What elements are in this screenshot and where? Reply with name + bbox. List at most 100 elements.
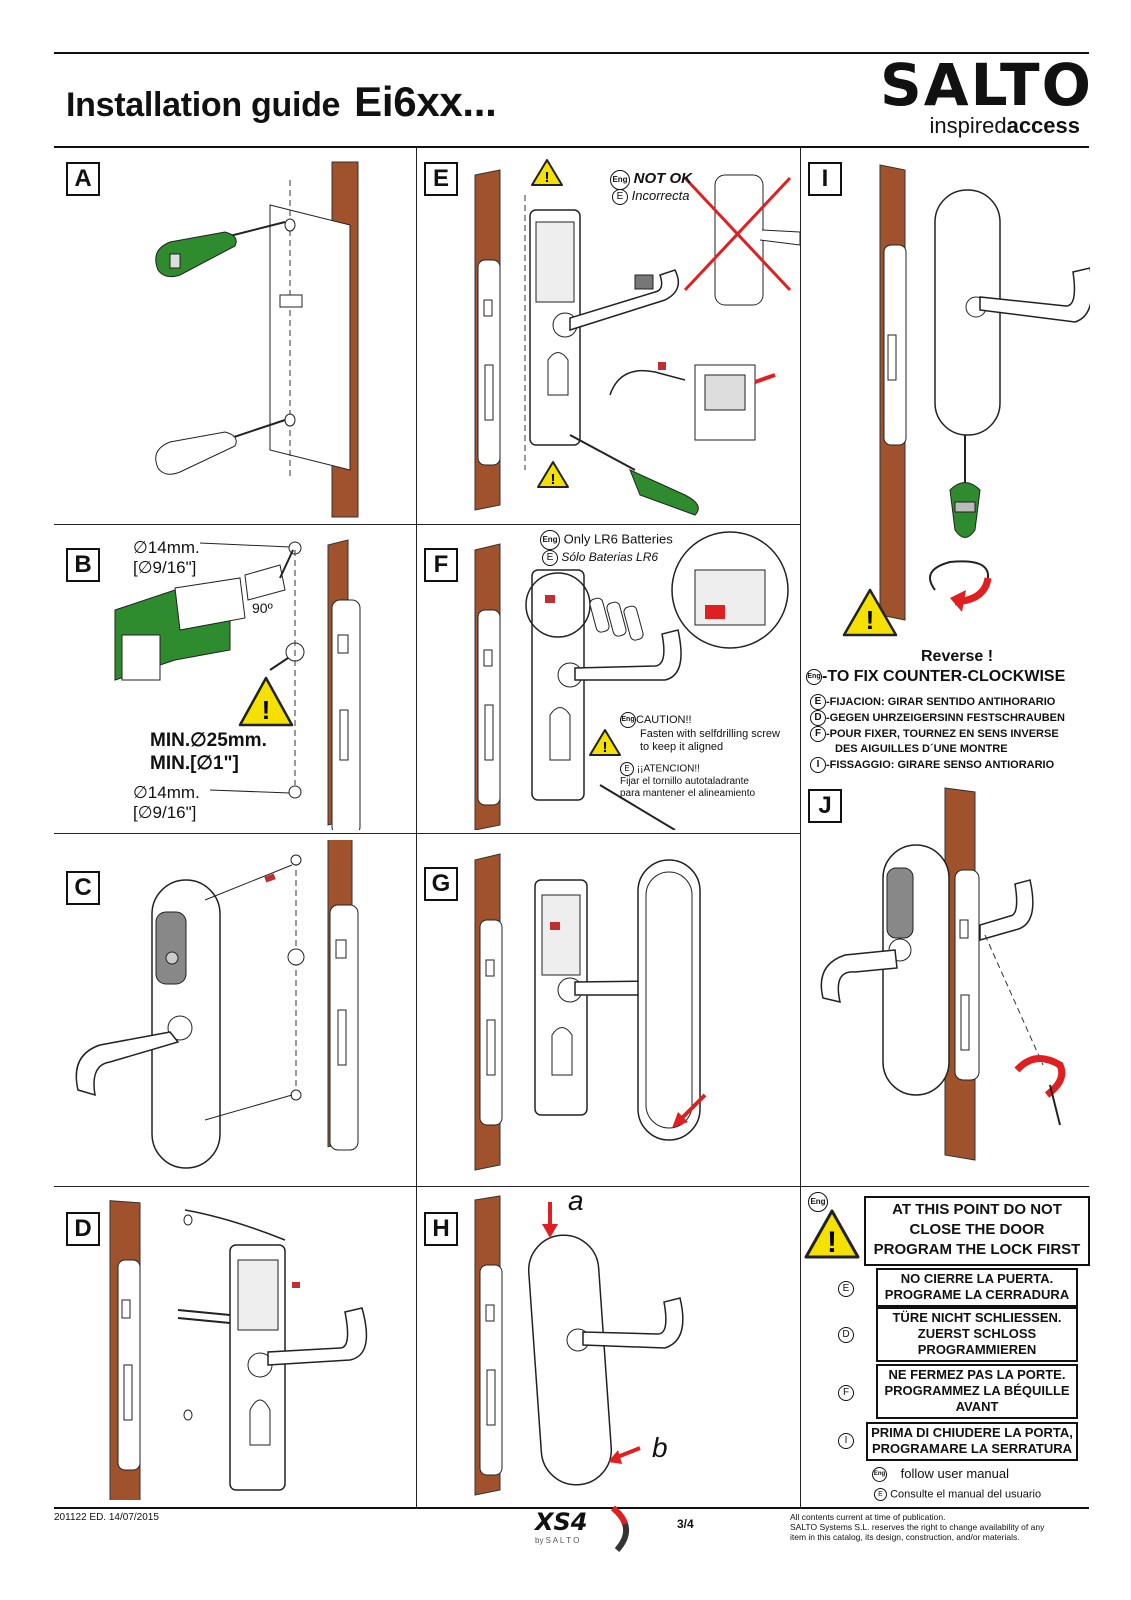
edition-info: 201122 ED. 14/07/2015 <box>54 1512 159 1523</box>
panel-label-e: E <box>424 162 458 196</box>
top-rule <box>54 52 1089 54</box>
battery-detail-zoom <box>671 531 789 649</box>
panel-label-f: F <box>424 548 458 582</box>
fix-fr-row-2: DES AIGUILLES D´UNE MONTRE <box>810 742 1065 757</box>
follow-manual-row: Eng follow user manual <box>872 1466 1010 1483</box>
notice-es-line2: PROGRAME LA CERRADURA <box>884 1287 1070 1302</box>
legal-line2: SALTO Systems S.L. reserves the right to… <box>790 1522 1045 1532</box>
door-frame-b <box>327 539 361 830</box>
hole-top-metric: ∅14mm. <box>133 538 200 557</box>
cover-i <box>934 189 1090 436</box>
notice-es-line1: NO CIERRE LA PUERTA. <box>900 1271 1054 1286</box>
fix-it-text: -FISSAGGIO: GIRARE SENSO ANTIORARIO <box>826 758 1055 771</box>
notice-main-line1: AT THIS POINT DO NOT <box>892 1201 1062 1218</box>
consult-manual-row: E Consulte el manual del usuario <box>874 1488 1041 1501</box>
fix-es-row: E-FIJACION: GIRAR SENTIDO ANTIHORARIO <box>810 694 1065 710</box>
arrow-b <box>608 1450 622 1464</box>
e-badge-f: E <box>542 550 558 566</box>
label-a: a <box>568 1185 584 1216</box>
fix-en-label: Eng-TO FIX COUNTER-CLOCKWISE <box>806 668 1065 686</box>
panel-label-h: H <box>424 1212 458 1246</box>
code-badge-es: E <box>810 694 826 710</box>
reverse-label: Reverse ! <box>921 648 994 665</box>
panel-c-illustration <box>75 840 359 1169</box>
incorrecta-text: Incorrecta <box>631 188 690 203</box>
code-badge-de: D <box>810 710 826 726</box>
grid-col-1 <box>416 147 417 1507</box>
fix-es-text: -FIJACION: GIRAR SENTIDO ANTIHORARIO <box>826 695 1056 708</box>
fix-en-text: -TO FIX COUNTER-CLOCKWISE <box>822 668 1066 685</box>
code-badge-notice-it: I <box>838 1432 854 1449</box>
hole-top-imperial: [∅9/16"] <box>133 558 197 577</box>
model-text: Ei6xx... <box>354 78 497 125</box>
panel-b-illustration: ! <box>114 539 361 830</box>
fix-fr-row: F-POUR FIXER, TOURNEZ EN SENS INVERSE <box>810 726 1065 742</box>
panel-label-j: J <box>808 789 842 823</box>
warning-icon-e-top: ! <box>531 159 563 186</box>
min-diameter-metric: MIN.∅25mm. <box>150 730 267 751</box>
header-bottom-rule <box>54 146 1089 148</box>
caution-es-line1: Fijar el tornillo autotaladrante <box>620 776 749 787</box>
code-badge-fr: F <box>810 726 826 742</box>
svg-text:!: ! <box>827 1226 837 1259</box>
legal-line1: All contents current at time of publicat… <box>790 1512 946 1522</box>
logo-tagline: inspiredaccess <box>880 114 1080 138</box>
eng-badge-i: Eng <box>806 668 822 685</box>
svg-text:!: ! <box>603 739 608 756</box>
lock-case-plate <box>269 204 351 471</box>
notice-main-line3: PROGRAM THE LOCK FIRST <box>873 1241 1081 1258</box>
warning-icon-i: ! <box>842 588 898 637</box>
cover-h <box>527 1234 684 1486</box>
min-diameter-imperial: MIN.[∅1"] <box>150 753 239 774</box>
grid-col-2 <box>800 147 801 1507</box>
escutcheon-outer <box>75 864 293 1169</box>
panel-label-i: I <box>808 162 842 196</box>
eng-badge-follow: Eng <box>872 1467 887 1483</box>
page-number: 3/4 <box>677 1517 694 1531</box>
notice-de-line2: ZUERST SCHLOSS <box>917 1326 1037 1341</box>
footer-rule <box>54 1507 1089 1509</box>
eng-badge-notice: Eng <box>808 1192 828 1212</box>
logo-tag-bold: access <box>1006 113 1080 138</box>
legal-line3: item in this catalog, its design, constr… <box>790 1532 1020 1542</box>
caution-es-title: ¡¡ATENCION!! <box>636 763 700 775</box>
batteries-en-text: Only LR6 Batteries <box>563 531 673 547</box>
eng-badge-e: Eng <box>610 170 630 190</box>
panel-i-illustration: ! <box>842 164 1090 637</box>
grid-row-ab <box>54 524 800 525</box>
panel-j-illustration <box>820 787 1066 1161</box>
caution-es: E ¡¡ATENCION!! Fijar el tornillo autotal… <box>620 762 796 800</box>
logo-tag-light: inspired <box>929 113 1007 138</box>
drill-angle: 90º <box>252 600 273 616</box>
not-ok-label: Eng NOT OK <box>610 170 692 190</box>
module-piece <box>634 274 654 290</box>
counter-clockwise-arrow <box>950 590 966 612</box>
fix-it-row: I-FISSAGGIO: GIRARE SENSO ANTIORARIO <box>810 757 1065 773</box>
salto-logo: SALTO inspiredaccess <box>880 56 1091 138</box>
batteries <box>589 597 644 641</box>
notice-eng-badge: Eng <box>808 1192 828 1212</box>
label-b: b <box>652 1432 668 1463</box>
chassis-f <box>525 569 682 801</box>
notice-fr-line2: PROGRAMMEZ LA BÉQUILLE <box>884 1383 1070 1398</box>
code-badge-notice-fr: F <box>838 1384 854 1401</box>
panel-label-b: B <box>66 548 100 582</box>
caution-en-title: CAUTION!! <box>636 713 692 726</box>
screwdriver-outline <box>155 419 286 475</box>
follow-manual-text: follow user manual <box>900 1466 1010 1481</box>
not-ok-crossed-illustration <box>683 174 800 306</box>
panel-e-illustration: ! ! <box>474 159 800 516</box>
fix-fr-text-2: DES AIGUILLES D´UNE MONTRE <box>835 743 1008 755</box>
notice-fr-line3: AVANT <box>955 1399 999 1414</box>
inner-chassis-d <box>184 1209 368 1491</box>
code-badge-notice-de: D <box>838 1326 854 1343</box>
svg-text:!: ! <box>545 169 550 186</box>
e-badge-caution: E <box>620 762 634 776</box>
code-badge-it: I <box>810 757 826 773</box>
svg-text:!: ! <box>551 471 556 488</box>
panel-h-illustration <box>474 1195 684 1496</box>
xs4-logo: XS4 by S A L T O <box>525 1502 635 1554</box>
batteries-es-label: E Sólo Baterias LR6 <box>542 550 658 566</box>
code-badge-notice-es: E <box>838 1280 854 1297</box>
